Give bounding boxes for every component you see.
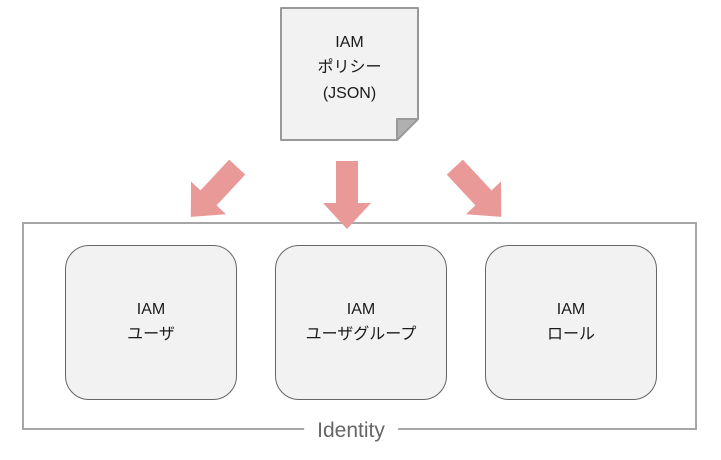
arrow-policy-to-user-icon: [190, 159, 246, 217]
iam-role-box: IAM ロール: [485, 245, 657, 400]
arrow-policy-to-role-icon: [446, 159, 502, 217]
iam-user-box: IAM ユーザ: [65, 245, 237, 400]
arrow-policy-to-usergroup-icon: [323, 161, 371, 229]
identity-group-label: Identity: [304, 419, 398, 443]
iam-policy-note-label: IAM ポリシー (JSON): [317, 33, 382, 102]
iam-user-group-box: IAM ユーザグループ: [275, 245, 447, 400]
